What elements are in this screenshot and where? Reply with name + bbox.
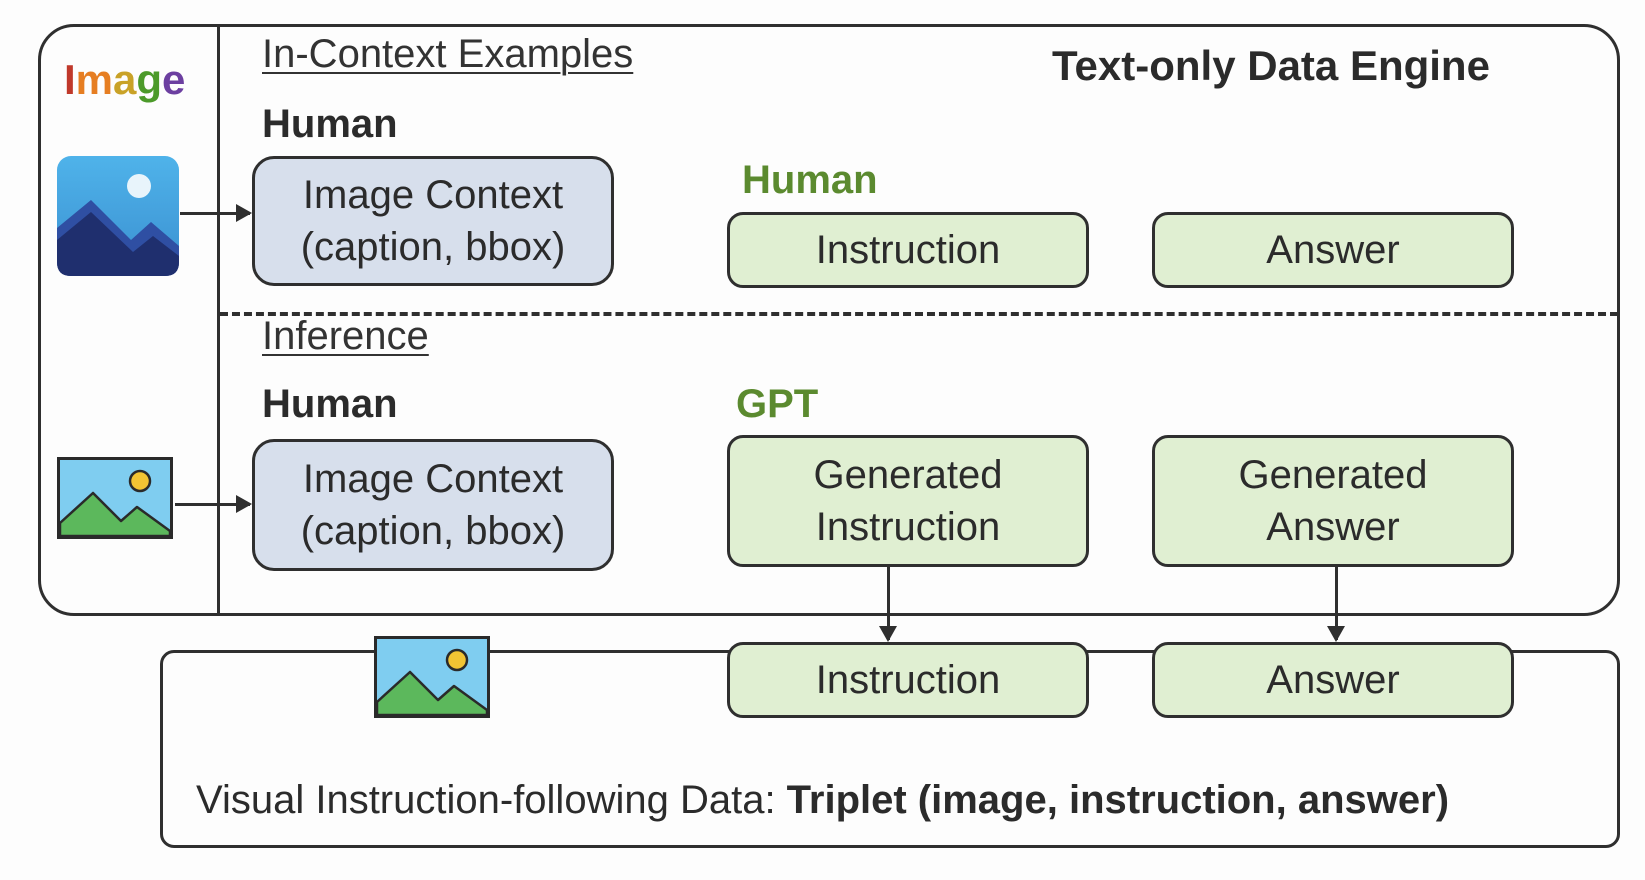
image-label-letter: m (75, 56, 114, 103)
answer-text-output: Answer (1266, 658, 1400, 702)
inference-heading: Inference (262, 314, 429, 358)
human-role-label-bottom: Human (262, 382, 398, 426)
gpt-role-label: GPT (736, 382, 819, 426)
generated-answer-text: Generated Answer (1238, 453, 1428, 549)
output-caption: Visual Instruction-following Data: Tripl… (196, 778, 1449, 823)
image-column-divider (217, 26, 220, 614)
instruction-box-top: Instruction (727, 212, 1089, 288)
answer-text-top: Answer (1266, 228, 1400, 272)
arrow-image-to-context-bottom (175, 495, 252, 513)
generated-answer-box: Generated Answer (1152, 435, 1514, 567)
instruction-box-output: Instruction (727, 642, 1089, 718)
image-label: Image (64, 56, 185, 104)
engine-title: Text-only Data Engine (1052, 42, 1490, 89)
image-label-letter: a (113, 56, 137, 103)
photo-icon-dark (57, 156, 179, 276)
photo-icon-light (57, 457, 173, 539)
in-context-examples-heading: In-Context Examples (262, 32, 634, 76)
instruction-text-output: Instruction (815, 658, 1001, 702)
image-context-box-bottom: Image Context (caption, bbox) (252, 439, 614, 571)
image-context-text-bottom: Image Context (caption, bbox) (300, 457, 566, 553)
image-context-text-top: Image Context (caption, bbox) (300, 173, 566, 269)
answer-box-output: Answer (1152, 642, 1514, 718)
generated-instruction-text: Generated Instruction (813, 453, 1003, 549)
image-context-box-top: Image Context (caption, bbox) (252, 156, 614, 286)
human-role-label-green: Human (742, 158, 878, 202)
arrow-generated-instruction-down (879, 567, 897, 642)
caption-triplet: Triplet (image, instruction, answer) (786, 778, 1450, 822)
instruction-text-top: Instruction (815, 228, 1001, 272)
generated-instruction-box: Generated Instruction (727, 435, 1089, 567)
image-label-letter: e (162, 56, 186, 103)
answer-box-top: Answer (1152, 212, 1514, 288)
section-dashed-divider (220, 312, 1618, 316)
human-role-label-top: Human (262, 102, 398, 146)
image-label-letter: I (64, 56, 76, 103)
image-label-letter: g (136, 56, 163, 103)
arrow-image-to-context-top (180, 204, 252, 222)
arrow-generated-answer-down (1327, 567, 1345, 642)
caption-prefix: Visual Instruction-following Data: (196, 778, 787, 822)
photo-icon-output (374, 636, 490, 718)
